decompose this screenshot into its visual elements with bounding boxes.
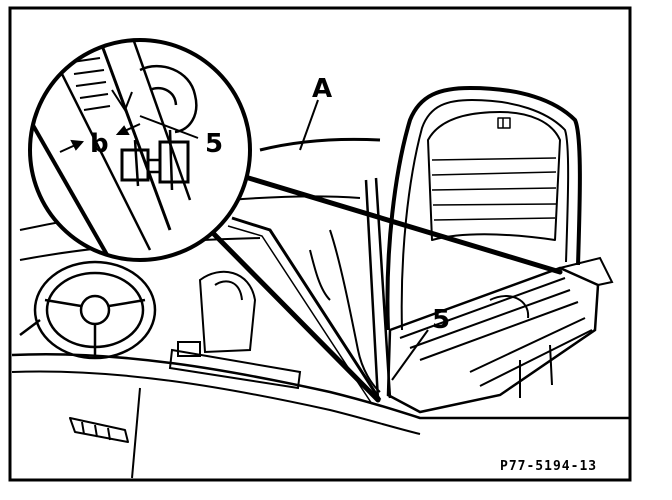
dimension-b-arrows xyxy=(59,123,141,153)
guide-rod xyxy=(227,216,382,405)
cable xyxy=(309,229,381,393)
figure-frame xyxy=(8,6,632,482)
label-b: b xyxy=(90,129,109,159)
leader-a xyxy=(299,99,319,151)
reference-code: P77-5194-13 xyxy=(500,459,597,474)
leader-5-main xyxy=(391,329,429,381)
label-5-main: 5 xyxy=(432,305,450,335)
label-5-detail: 5 xyxy=(205,129,223,159)
soft-top-stack xyxy=(386,256,614,414)
label-a: A xyxy=(312,74,332,104)
door-handle xyxy=(69,417,129,443)
leader-5-detail xyxy=(139,115,199,139)
detail-leader-lines xyxy=(205,173,563,403)
seat xyxy=(168,270,302,390)
detail-magnified xyxy=(30,40,198,260)
detail-circle-outline xyxy=(28,38,252,262)
steering-wheel xyxy=(19,260,157,360)
